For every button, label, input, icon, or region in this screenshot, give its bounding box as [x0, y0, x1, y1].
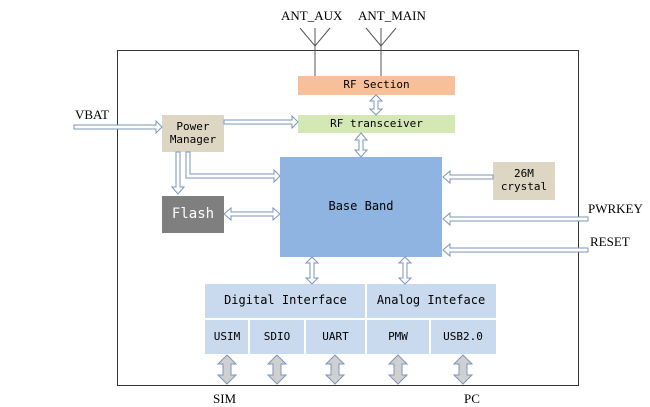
- pwrkey-label: PWRKEY: [588, 201, 643, 216]
- pmw-io-arrow-icon: [387, 354, 409, 385]
- pwrkey-arrow-icon: [442, 211, 589, 227]
- baseband-block: Base Band: [280, 157, 442, 257]
- usb-cell: USB2.0: [443, 329, 483, 343]
- transceiver-baseband-arrow-icon: [353, 132, 369, 158]
- rf-section-block: RF Section: [298, 76, 455, 95]
- sdio-io-arrow-icon: [266, 354, 288, 385]
- rfsection-transceiver-arrow-icon: [368, 94, 384, 116]
- flash-block: Flash: [162, 196, 224, 233]
- uart-cell: UART: [322, 329, 349, 343]
- ant-aux-label: ANT_AUX: [281, 8, 343, 23]
- pm-to-flash-arrow-icon: [170, 151, 186, 195]
- sdio-cell: SDIO: [263, 329, 291, 343]
- crystal-block: 26M crystal: [493, 162, 555, 200]
- vbat-label: VBAT: [75, 107, 109, 122]
- uart-io-arrow-icon: [324, 354, 346, 385]
- usim-cell: USIM: [213, 329, 241, 343]
- crystal-arrow-icon: [442, 169, 494, 185]
- rf-transceiver-block: RF transceiver: [298, 115, 455, 133]
- pm-to-rf-arrow-icon: [223, 114, 299, 130]
- pmw-cell: PMW: [388, 329, 408, 343]
- antenna-aux-icon: [299, 27, 331, 76]
- ant-main-label: ANT_MAIN: [358, 8, 426, 23]
- interface-dividers: [205, 284, 496, 354]
- sim-label: SIM: [213, 391, 237, 406]
- baseband-analog-arrow-icon: [397, 256, 413, 285]
- reset-label: RESET: [590, 234, 630, 249]
- usim-io-arrow-icon: [216, 354, 238, 385]
- vbat-arrow-icon: [73, 119, 163, 135]
- flash-baseband-arrow-icon: [223, 206, 281, 222]
- pc-label: PC: [464, 391, 480, 406]
- antenna-main-icon: [365, 27, 397, 76]
- pm-to-baseband-arrow-icon: [185, 151, 281, 184]
- analog-interface-title: Analog Inteface: [376, 293, 486, 308]
- digital-interface-title: Digital Interface: [224, 293, 347, 308]
- usb-io-arrow-icon: [452, 354, 474, 385]
- reset-arrow-icon: [442, 242, 589, 258]
- baseband-digital-arrow-icon: [304, 256, 320, 285]
- power-manager-block: Power Manager: [162, 115, 224, 152]
